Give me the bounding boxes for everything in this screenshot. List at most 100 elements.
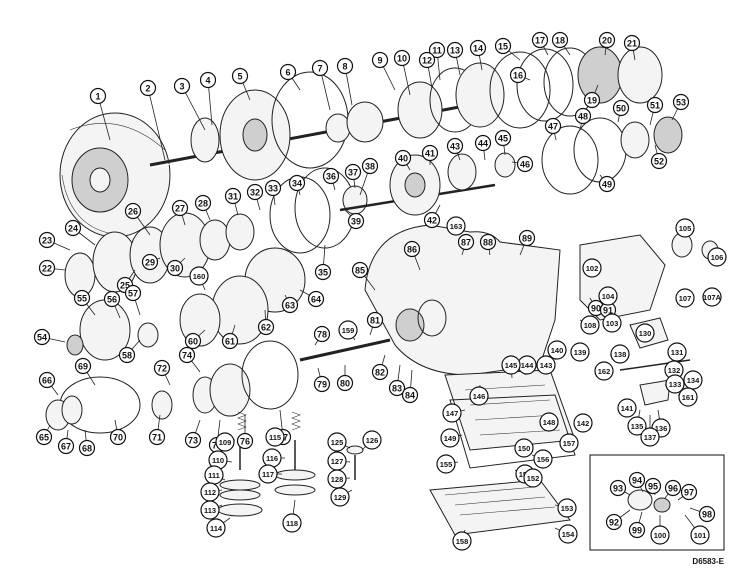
callout-number: 102 (586, 264, 599, 273)
callout-135: 135 (627, 416, 647, 436)
callout-circle (547, 340, 567, 360)
callout-circle (282, 513, 302, 533)
callout-number: 54 (37, 333, 47, 343)
callout-circle (171, 199, 189, 217)
callout-84: 84 (401, 386, 419, 404)
callout-circle (707, 247, 727, 267)
callout-circle (469, 39, 487, 57)
callout-80: 80 (336, 374, 354, 392)
callout-number: 73 (188, 436, 198, 446)
callout-number: 113 (204, 506, 216, 515)
callout-number: 153 (561, 504, 574, 513)
callout-138: 138 (610, 344, 630, 364)
callout-90: 90 (587, 299, 605, 317)
callout-number: 41 (425, 149, 435, 159)
callout-number: 76 (240, 437, 250, 447)
callout-number: 107 (679, 294, 692, 303)
callout-101: 101 (690, 525, 710, 545)
callout-circle (166, 259, 184, 277)
callout-circle (518, 229, 536, 247)
callout-155: 155 (436, 454, 456, 474)
callout-circle (246, 183, 264, 201)
callout-number: 148 (543, 418, 556, 427)
callout-circle (544, 117, 562, 135)
callout-circle (307, 290, 325, 308)
callout-circle (610, 344, 630, 364)
callout-circle (494, 129, 512, 147)
callout-20: 20 (598, 31, 616, 49)
callout-number: 69 (78, 362, 88, 372)
callout-152: 152 (523, 468, 543, 488)
callout-circle (338, 320, 358, 340)
callout-circle (257, 318, 275, 336)
callout-circle (206, 518, 226, 538)
callout-69: 69 (74, 357, 92, 375)
callout-number: 117 (262, 470, 274, 479)
callout-number: 143 (540, 361, 553, 370)
callout-circle (501, 355, 521, 375)
callout-number: 36 (326, 172, 336, 182)
callout-38: 38 (361, 157, 379, 175)
callout-157: 157 (559, 433, 579, 453)
callout-number: 142 (577, 419, 590, 428)
callout-circle (224, 187, 242, 205)
callout-number: 103 (606, 319, 619, 328)
callout-circle (609, 479, 627, 497)
callout-circle (362, 430, 382, 450)
callout-21: 21 (623, 34, 641, 52)
callout-circle (371, 363, 389, 381)
callout-circle (371, 51, 389, 69)
callout-number: 5 (237, 72, 242, 82)
callout-circle (602, 313, 622, 333)
callout-number: 132 (668, 366, 681, 375)
callout-circle (594, 361, 614, 381)
callout-43: 43 (446, 137, 464, 155)
callout-79: 79 (313, 375, 331, 393)
callout-circle (646, 96, 664, 114)
callout-16: 16 (509, 66, 527, 84)
callout-number: 94 (632, 476, 642, 486)
callout-23: 23 (38, 231, 56, 249)
callout-number: 11 (432, 46, 442, 56)
callout-circle (598, 31, 616, 49)
callout-22: 22 (38, 259, 56, 277)
callout-number: 34 (292, 179, 302, 189)
callout-circle (446, 137, 464, 155)
callout-circle (347, 212, 365, 230)
callout-number: 162 (598, 367, 611, 376)
callout-50: 50 (612, 99, 630, 117)
callout-circle (457, 233, 475, 251)
callout-circle (598, 175, 616, 193)
callout-circle (582, 258, 602, 278)
callout-number: 161 (682, 393, 695, 402)
callout-146: 146 (469, 386, 489, 406)
callout-137: 137 (640, 427, 660, 447)
callout-circle (153, 359, 171, 377)
callout-number: 81 (370, 316, 380, 326)
callout-number: 28 (198, 199, 208, 209)
callout-67: 67 (57, 437, 75, 455)
callout-circle (494, 37, 512, 55)
callout-circle (351, 261, 369, 279)
callout-circle (279, 63, 297, 81)
servo-springs (217, 411, 364, 517)
callout-circle (664, 479, 682, 497)
callout-7: 7 (311, 59, 329, 77)
callout-circle (580, 315, 600, 335)
oil-pan (429, 479, 571, 536)
callout-15: 15 (494, 37, 512, 55)
callout-circle (509, 66, 527, 84)
callout-number: 58 (122, 351, 132, 361)
callout-circle (702, 287, 722, 307)
callout-107A: 107A (702, 287, 722, 307)
callout-number: 134 (687, 376, 700, 385)
callout-number: 18 (555, 36, 565, 46)
callout-156: 156 (533, 449, 553, 469)
callout-64: 64 (307, 290, 325, 308)
callout-128: 128 (327, 469, 347, 489)
callout-72: 72 (153, 359, 171, 377)
callout-115: 115 (265, 427, 285, 447)
callout-46: 46 (516, 155, 534, 173)
callout-27: 27 (171, 199, 189, 217)
callout-142: 142 (573, 413, 593, 433)
